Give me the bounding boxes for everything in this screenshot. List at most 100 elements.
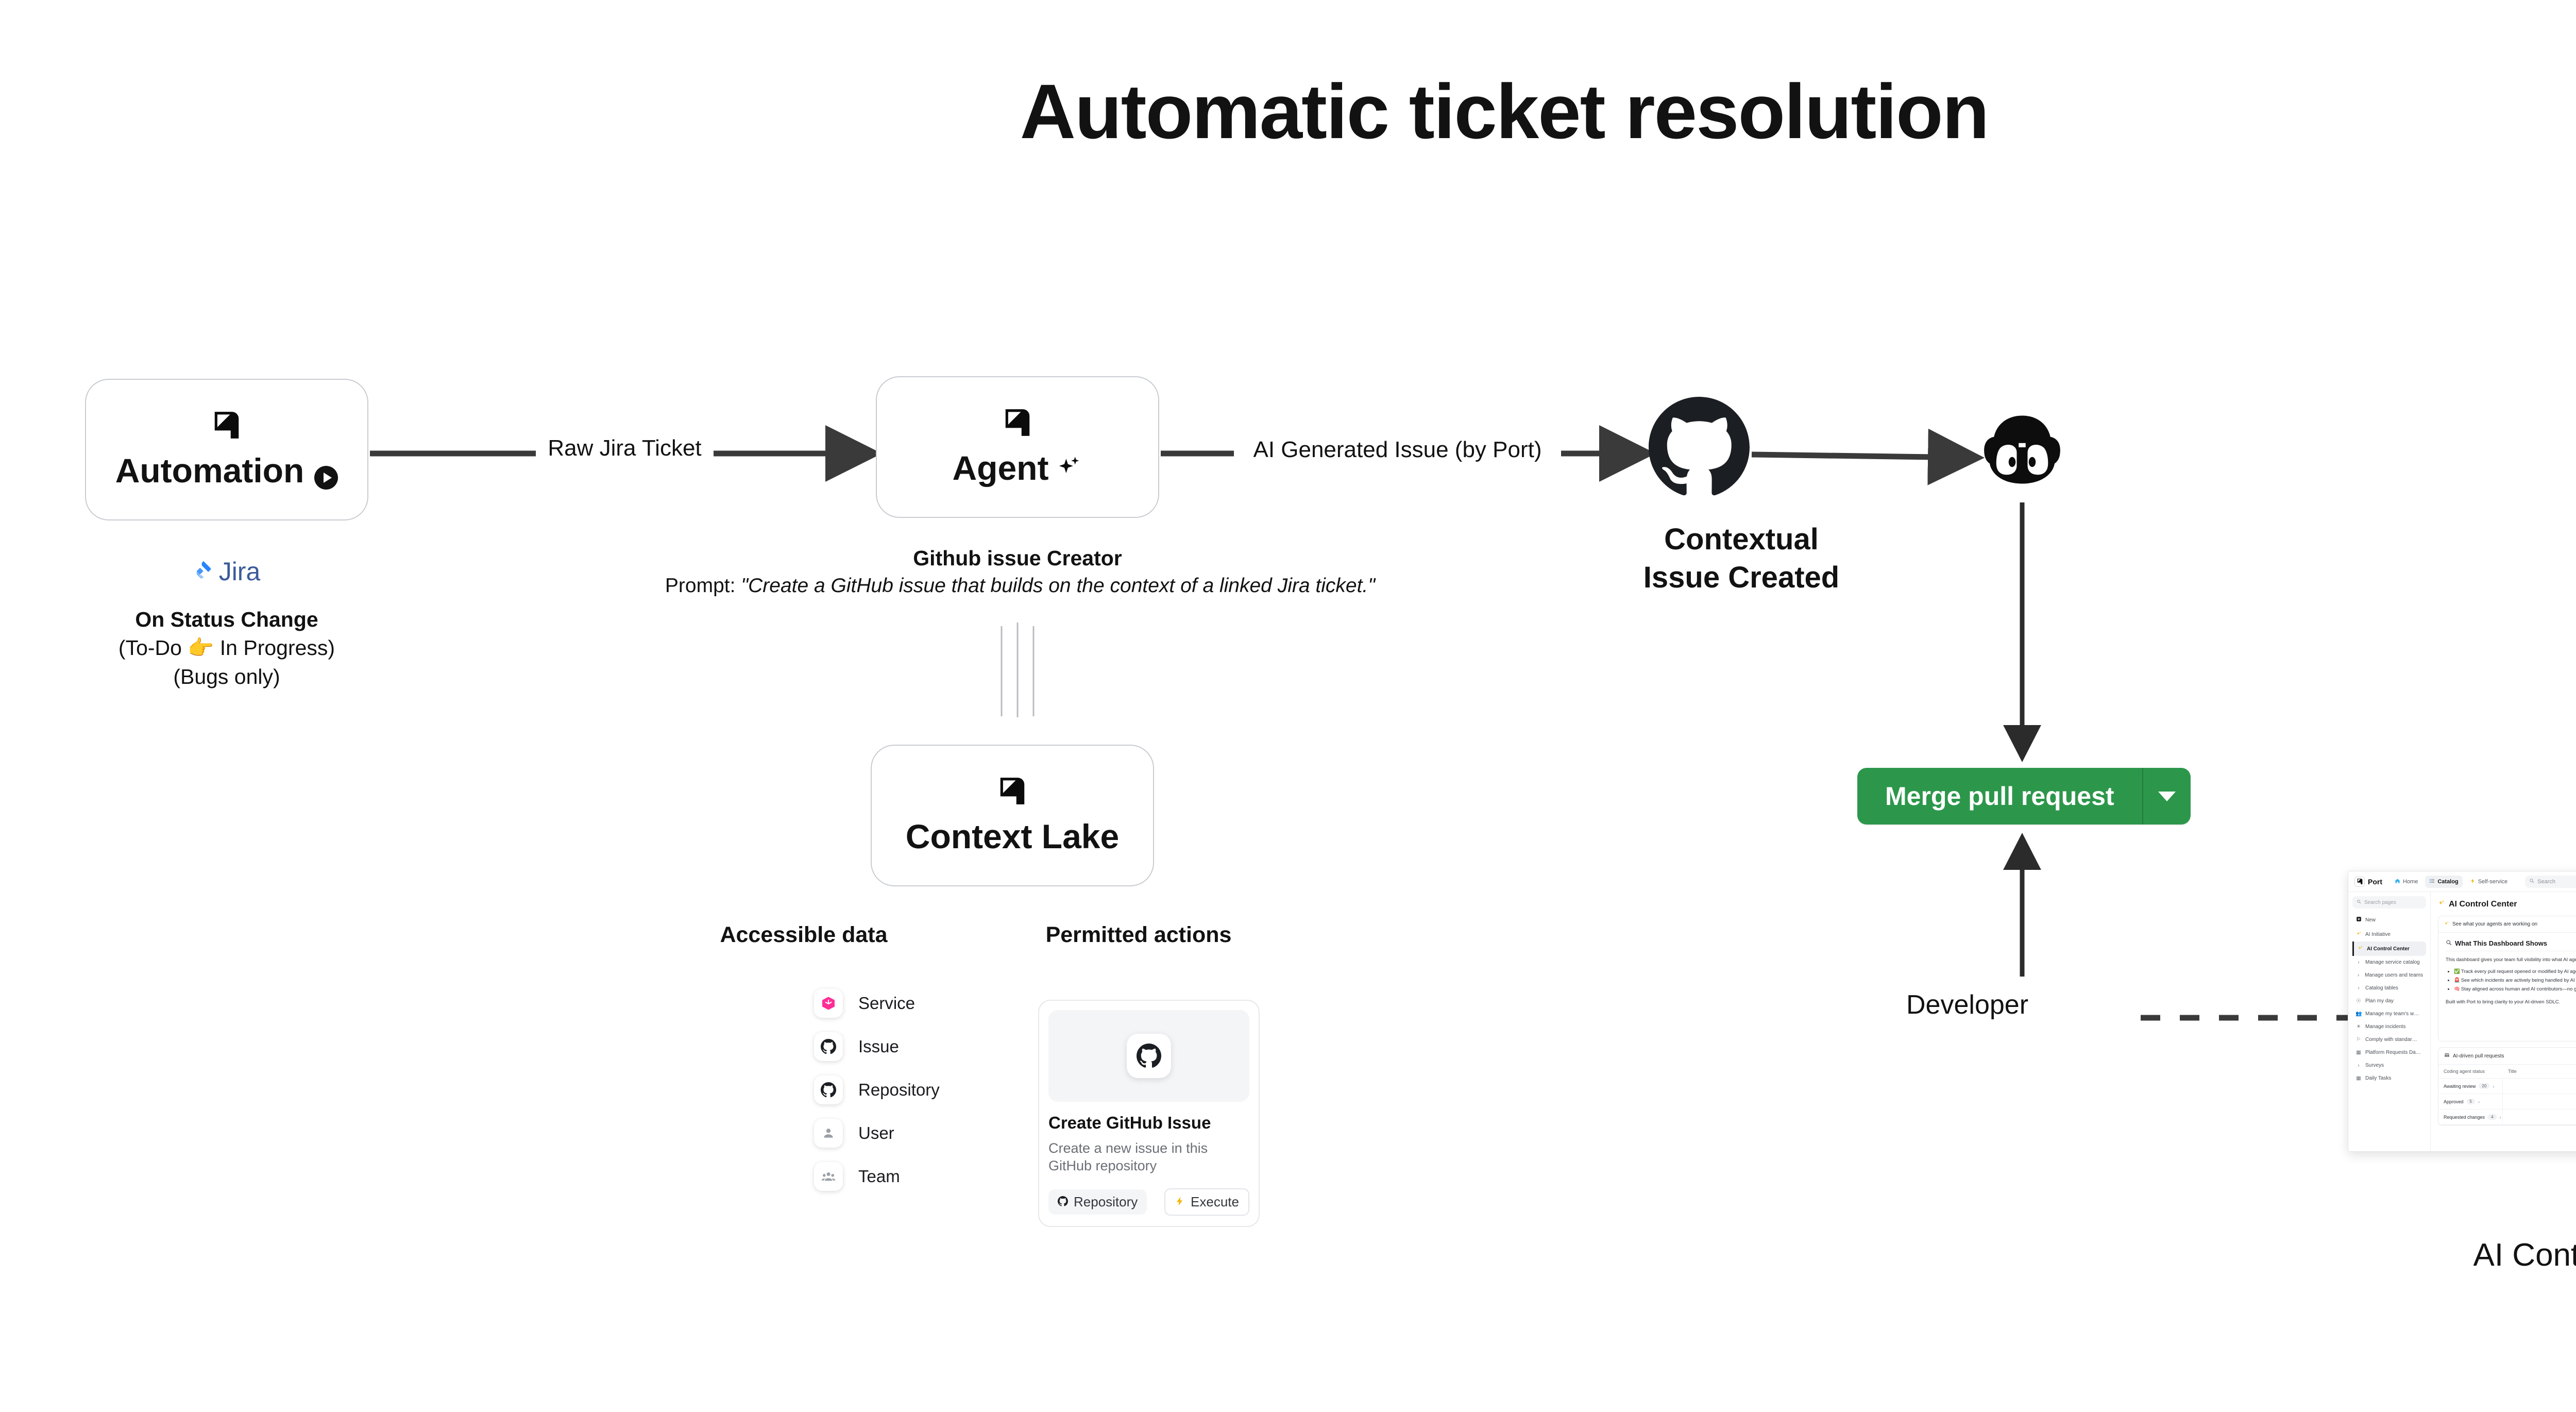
list-item[interactable]: Team	[814, 1155, 1051, 1198]
info-card-footer: Built with Port to bring clarity to your…	[2446, 999, 2561, 1005]
nav-catalog[interactable]: Catalog	[2425, 875, 2463, 888]
nav-catalog-label: Catalog	[2437, 878, 2459, 885]
table-row[interactable]: Requested changes 4 ›	[2438, 1110, 2576, 1125]
ai-control-center-caption-logo	[2313, 1175, 2576, 1204]
table-icon	[2444, 1052, 2450, 1060]
permitted-action-card[interactable]: Create GitHub Issue Create a new issue i…	[1038, 1000, 1260, 1227]
port-logo-icon	[211, 409, 243, 444]
list-item[interactable]: Repository	[814, 1068, 1051, 1112]
column-header-title[interactable]: Title	[2508, 1069, 2517, 1074]
info-card-intro: This dashboard gives your team full visi…	[2446, 957, 2576, 963]
table-card-header: AI-driven pull requests	[2438, 1048, 2576, 1065]
sidebar-item-manage-my-teams-work[interactable]: 👥 Manage my team's w…	[2352, 1007, 2426, 1020]
repository-pill[interactable]: Repository	[1048, 1189, 1147, 1215]
sparkle-icon	[1056, 448, 1082, 488]
page-title: Automatic ticket resolution	[1020, 68, 1990, 155]
info-bullet: 🚨See which incidents are actively being …	[2454, 977, 2576, 985]
bullet-emoji: 🚨	[2454, 977, 2460, 983]
ai-control-center-screenshot[interactable]: Port Home	[2348, 871, 2576, 1152]
play-icon[interactable]	[314, 466, 338, 490]
trigger-scope: (Bugs only)	[173, 664, 280, 688]
sidebar-item-new[interactable]: New	[2352, 913, 2426, 927]
sidebar-item-label: Manage users and teams	[2365, 972, 2423, 978]
node-automation-label: Automation	[115, 451, 338, 490]
sidebar-item-catalog-tables[interactable]: › Catalog tables	[2352, 982, 2426, 995]
app-topbar: Port Home	[2348, 871, 2576, 892]
chevron-right-icon[interactable]: ›	[2493, 1083, 2495, 1089]
node-automation[interactable]: Automation	[85, 379, 368, 520]
column-header-coding-agent-status[interactable]: Coding agent status	[2444, 1069, 2485, 1074]
sidebar-item-ai-initiative[interactable]: AI Initiative	[2352, 927, 2426, 942]
chevron-right-icon: ›	[2358, 985, 2360, 991]
sidebar-item-label: Daily Tasks	[2365, 1075, 2392, 1081]
accessible-data-list: Service Issue Repository	[814, 982, 1051, 1198]
list-item[interactable]: User	[814, 1112, 1051, 1155]
chevron-right-icon[interactable]: ›	[2499, 1114, 2501, 1120]
automation-trigger: On Status Change (To-Do 👉 In Progress) (…	[54, 606, 399, 691]
nav-home-label: Home	[2403, 878, 2418, 885]
home-icon	[2395, 878, 2400, 885]
sidebar-item-label: Manage service catalog	[2365, 960, 2420, 965]
github-icon	[1058, 1194, 1068, 1210]
github-icon	[814, 1075, 843, 1104]
button-divider	[2142, 768, 2143, 825]
sidebar-item-label: AI Control Center	[2367, 946, 2410, 952]
team-icon	[814, 1162, 843, 1191]
accessible-data-heading: Accessible data	[720, 922, 888, 947]
sidebar-item-surveys[interactable]: › Surveys	[2352, 1059, 2426, 1072]
row-status: Approved 5 ›	[2438, 1094, 2503, 1110]
table-row[interactable]: Approved 5 ›	[2438, 1094, 2576, 1110]
shield-icon: ⚐	[2356, 1037, 2361, 1043]
search-input[interactable]: Search ⌘ K	[2525, 875, 2576, 888]
nav-home[interactable]: Home	[2391, 876, 2422, 888]
sidebar-item-platform-requests-dashboard[interactable]: ▦ Platform Requests Da…	[2352, 1046, 2426, 1059]
agent-name: Github issue Creator	[913, 546, 1122, 570]
sidebar-item-ai-control-center[interactable]: AI Control Center	[2352, 942, 2426, 956]
list-item[interactable]: Service	[814, 982, 1051, 1025]
chevron-down-icon[interactable]	[2143, 768, 2191, 825]
trigger-detail: (To-Do 👉 In Progress)	[118, 636, 335, 660]
agent-prompt: Prompt: "Create a GitHub issue that buil…	[608, 575, 1432, 597]
node-agent[interactable]: Agent	[876, 376, 1159, 518]
table-row[interactable]: Awaiting review 20 ›	[2438, 1079, 2576, 1095]
sidebar-item-daily-tasks[interactable]: ▦ Daily Tasks	[2352, 1072, 2426, 1085]
bullet-emoji: 🧠	[2454, 986, 2460, 992]
sidebar-item-label: Platform Requests Da…	[2365, 1050, 2421, 1055]
bullet-text: Track every pull request opened or modif…	[2461, 969, 2576, 975]
sidebar-item-manage-incidents[interactable]: ☀ Manage incidents	[2352, 1020, 2426, 1033]
brand[interactable]: Port	[2354, 876, 2382, 887]
sidebar-item-manage-users-and-teams[interactable]: › Manage users and teams	[2352, 969, 2426, 982]
info-bullet: 🧠Stay aligned across human and AI contri…	[2454, 985, 2576, 994]
list-item-label: Service	[858, 994, 916, 1013]
row-status: Awaiting review 20 ›	[2438, 1079, 2503, 1094]
sidebar-item-manage-service-catalog[interactable]: › Manage service catalog	[2352, 956, 2426, 969]
node-context-lake[interactable]: Context Lake	[871, 745, 1154, 886]
chevron-right-icon[interactable]: ›	[2478, 1099, 2480, 1104]
developer-label: Developer	[1906, 990, 2029, 1020]
agent-prompt-text: "Create a GitHub issue that builds on th…	[741, 575, 1376, 597]
row-count: 20	[2479, 1083, 2490, 1089]
bullet-emoji: ✅	[2454, 969, 2460, 975]
sidebar-item-plan-my-day[interactable]: ☉ Plan my day	[2352, 995, 2426, 1007]
repository-pill-label: Repository	[1074, 1194, 1138, 1209]
github-copilot-icon	[1976, 407, 2069, 502]
list-item-label: Issue	[858, 1037, 899, 1056]
sidebar-search-input[interactable]: Search pages	[2352, 896, 2426, 909]
sidebar-item-comply-with-standards[interactable]: ⚐ Comply with standar…	[2352, 1033, 2426, 1046]
execute-button[interactable]: Execute	[1164, 1188, 1249, 1216]
row-count: 5	[2466, 1099, 2475, 1105]
sidebar-item-label: Surveys	[2365, 1063, 2384, 1068]
node-context-lake-label: Context Lake	[905, 817, 1120, 855]
sidebar-item-label: Plan my day	[2365, 998, 2394, 1004]
list-item[interactable]: Issue	[814, 1025, 1051, 1068]
sidebar-item-label: Manage incidents	[2365, 1024, 2406, 1030]
brand-label: Port	[2368, 877, 2382, 886]
action-thumbnail	[1048, 1010, 1249, 1102]
github-icon	[814, 1032, 843, 1061]
merge-pull-request-label[interactable]: Merge pull request	[1885, 782, 2114, 811]
sidebar-item-label: Manage my team's w…	[2365, 1011, 2419, 1017]
nav-self-service[interactable]: Self-service	[2466, 876, 2512, 888]
sparkle-icon	[2355, 931, 2362, 938]
merge-pull-request-button[interactable]: Merge pull request	[1857, 768, 2191, 825]
